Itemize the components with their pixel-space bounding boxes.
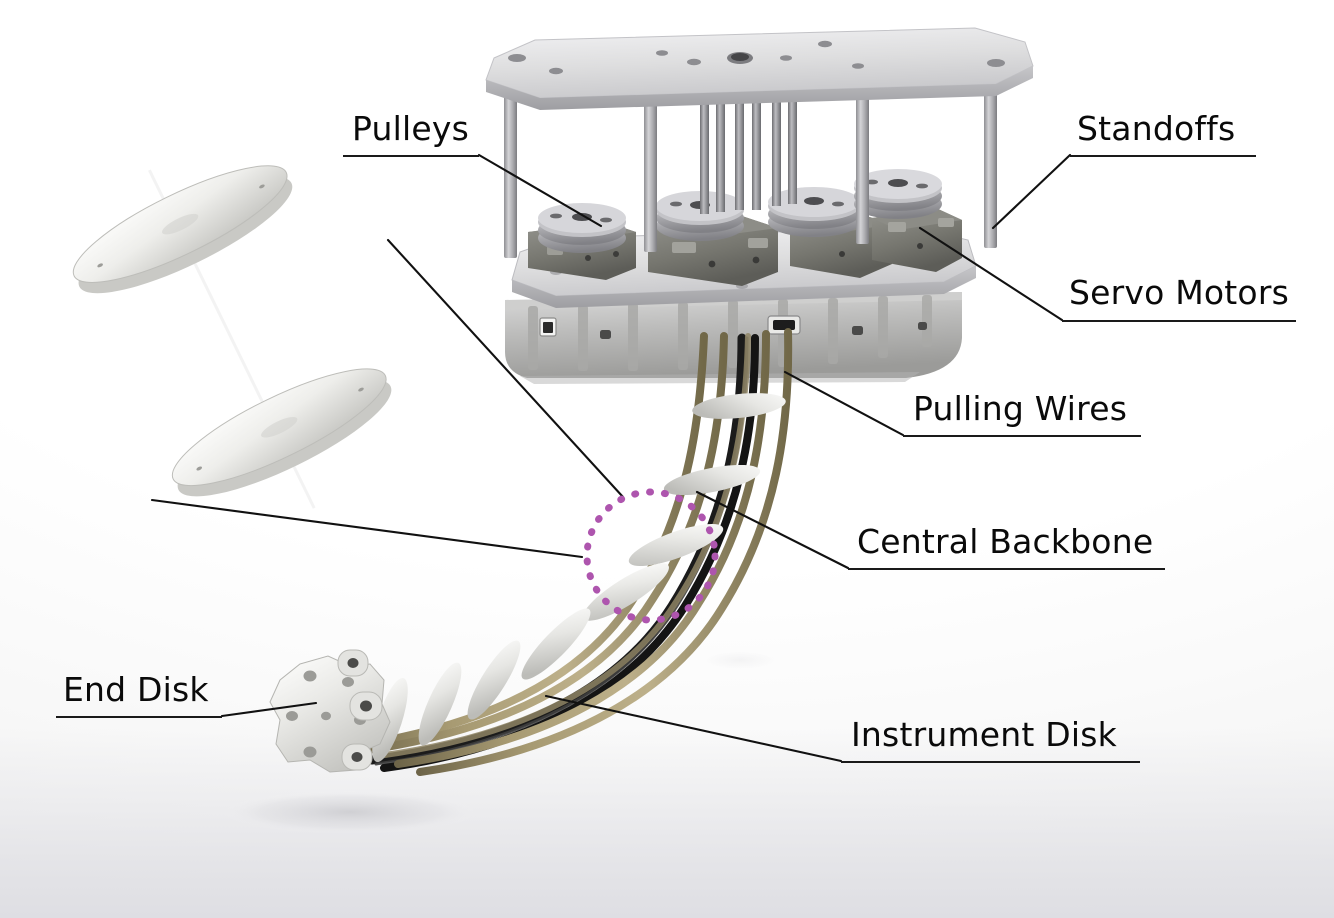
callout-underline-instrument-disk	[841, 761, 1140, 763]
callout-underline-pulleys	[343, 155, 479, 157]
callout-underline-end-disk	[56, 716, 222, 718]
ground-shadow	[220, 790, 480, 834]
callout-underline-standoffs	[1070, 155, 1256, 157]
callout-label-pulleys: Pulleys	[352, 109, 469, 148]
actuation-base-assembly	[485, 27, 1034, 384]
pulley-stack	[538, 203, 626, 253]
callout-underline-servo-motors	[1062, 320, 1296, 322]
instrument-disk	[692, 393, 786, 419]
standoff-post	[856, 62, 869, 244]
continuum-arm	[269, 328, 793, 776]
standoff-post	[644, 66, 657, 252]
instrument-disk	[467, 640, 521, 720]
ground-shadow-secondary	[700, 650, 780, 670]
callout-underline-pulling-wires	[903, 435, 1141, 437]
pulley-stack-group	[538, 169, 942, 253]
standoff-post	[984, 72, 997, 248]
instrument-disk	[521, 608, 591, 680]
callout-label-standoffs: Standoffs	[1077, 109, 1236, 148]
top-plate-holes	[508, 40, 1005, 75]
callout-label-central-backbone: Central Backbone	[857, 522, 1154, 561]
pulley-stack	[854, 169, 942, 219]
central-guide-shafts	[700, 82, 797, 214]
top-mounting-plate	[485, 27, 1034, 110]
standoff-post	[504, 78, 517, 258]
pulley-stack	[768, 187, 860, 237]
callout-label-pulling-wires: Pulling Wires	[913, 389, 1128, 428]
callout-label-end-disk: End Disk	[63, 670, 209, 709]
instrument-disk	[663, 464, 761, 496]
end-disk	[269, 649, 391, 773]
instrument-disk	[418, 662, 462, 746]
callout-label-servo-motors: Servo Motors	[1069, 273, 1289, 312]
callout-label-instrument-disk: Instrument Disk	[851, 715, 1117, 754]
callout-underline-central-backbone	[848, 568, 1165, 570]
